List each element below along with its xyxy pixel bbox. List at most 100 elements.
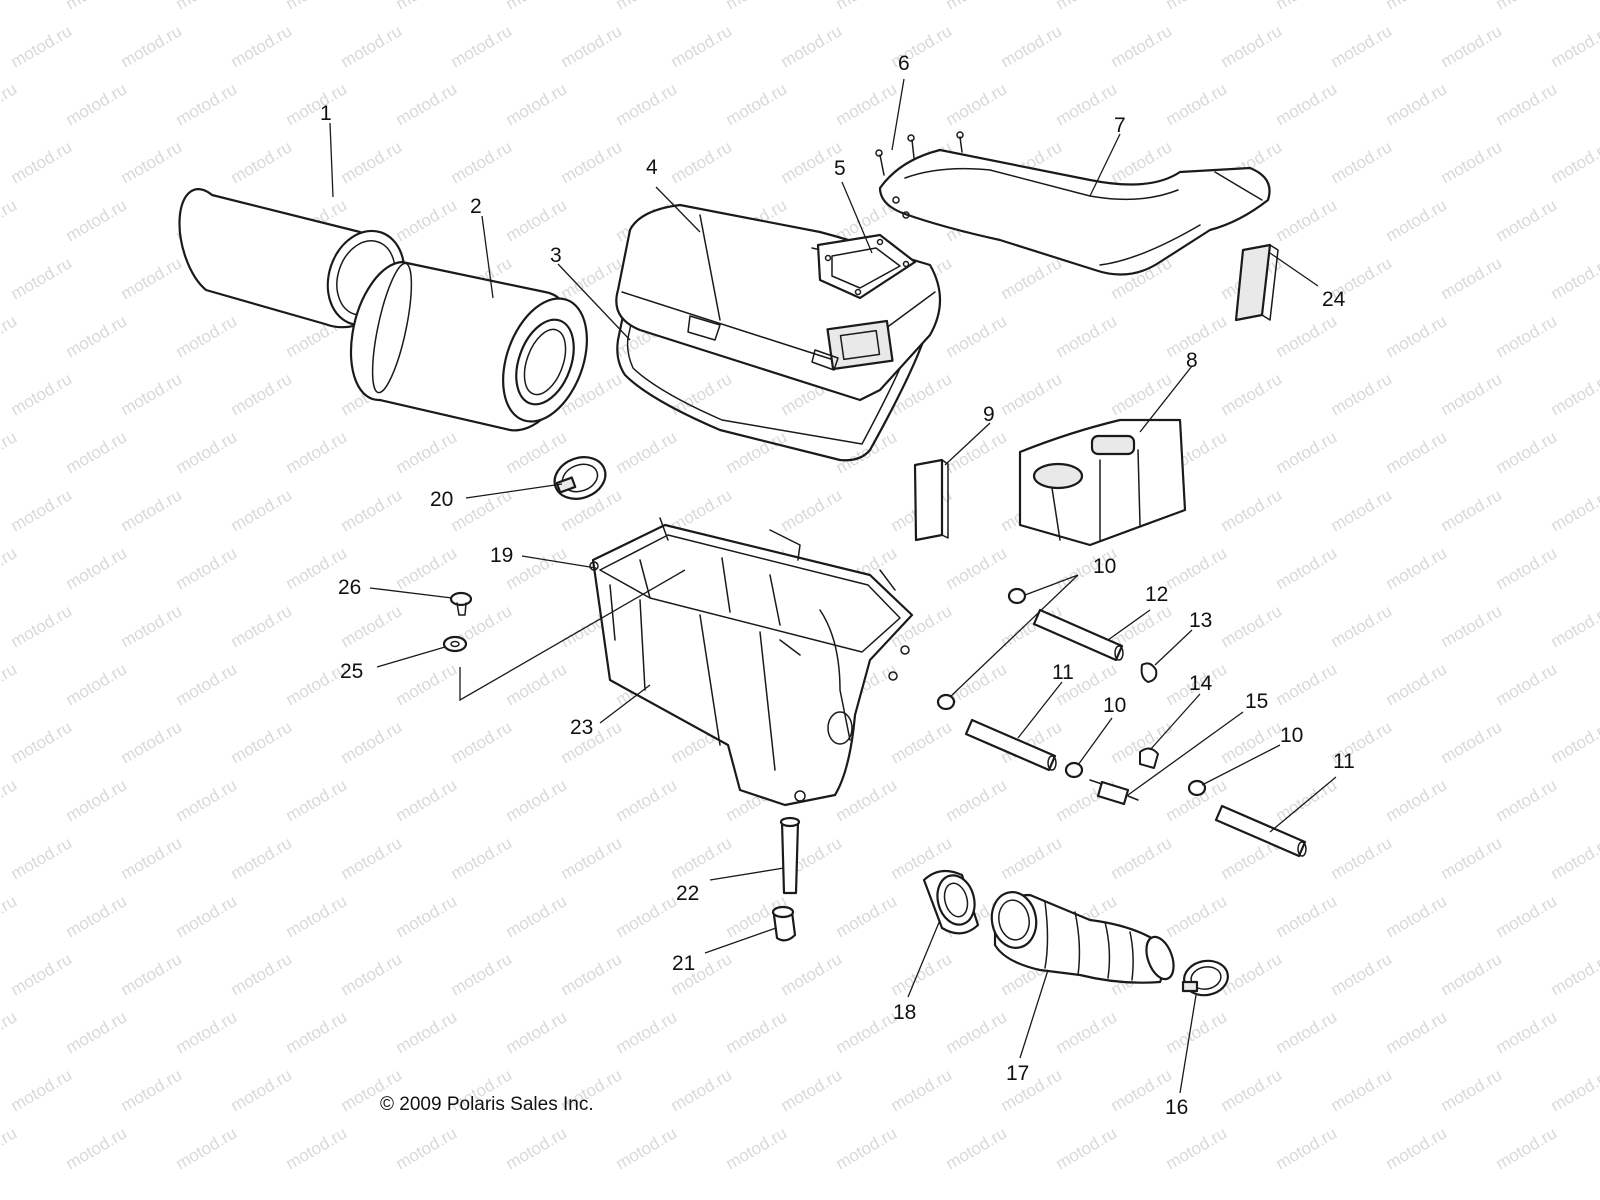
watermark-text: motod.ru [943,543,1011,593]
watermark-text: motod.ru [1328,485,1396,535]
watermark-text: motod.ru [63,195,131,245]
watermark-text: motod.ru [1493,1123,1561,1173]
watermark-text: motod.ru [0,1123,20,1173]
watermark-text: motod.ru [1108,21,1176,71]
watermark-text: motod.ru [503,775,571,825]
watermark-text: motod.ru [1383,0,1451,13]
watermark-text: motod.ru [888,1065,956,1115]
watermark-text: motod.ru [1163,1007,1231,1057]
watermark-text: motod.ru [0,311,20,361]
watermark-text: motod.ru [63,775,131,825]
watermark-text: motod.ru [173,427,241,477]
watermark-text: motod.ru [1218,369,1286,419]
part-9-foam-strip [913,458,949,542]
watermark-text: motod.ru [338,717,406,767]
part-12-hose [1032,608,1124,662]
watermark-text: motod.ru [1548,601,1600,651]
watermark-text: motod.ru [393,79,461,129]
watermark-text: motod.ru [503,891,571,941]
watermark-text: motod.ru [1493,775,1561,825]
watermark-text: motod.ru [1053,1007,1121,1057]
watermark-text: motod.ru [118,717,186,767]
watermark-text: motod.ru [998,369,1066,419]
watermark-text: motod.ru [448,949,516,999]
watermark-text: motod.ru [1438,833,1506,883]
part-10-caps [936,587,1207,797]
callout-part-26: 26 [338,576,361,599]
callout-part-22: 22 [676,882,699,905]
watermark-text: motod.ru [1328,949,1396,999]
watermark-text: motod.ru [613,1123,681,1173]
watermark-text: motod.ru [228,21,296,71]
watermark-text: motod.ru [118,1065,186,1115]
watermark-text: motod.ru [778,949,846,999]
watermark-text: motod.ru [1053,79,1121,129]
watermark-text: motod.ru [833,775,901,825]
leader-25 [376,646,446,668]
watermark-text: motod.ru [1493,195,1561,245]
watermark-text: motod.ru [63,427,131,477]
leader-22 [709,867,785,881]
watermark-text: motod.ru [1493,427,1561,477]
callout-part-25: 25 [340,660,363,683]
watermark-text: motod.ru [1383,891,1451,941]
watermark-text: motod.ru [943,1007,1011,1057]
watermark-text: motod.ru [1548,1065,1600,1115]
watermark-text: motod.ru [1218,21,1286,71]
watermark-text: motod.ru [888,717,956,767]
watermark-text: motod.ru [118,21,186,71]
watermark-text: motod.ru [943,775,1011,825]
watermark-text: motod.ru [668,369,736,419]
watermark-text: motod.ru [118,485,186,535]
watermark-text: motod.ru [1108,717,1176,767]
callout-part-23: 23 [570,716,593,739]
watermark-text: motod.ru [448,21,516,71]
leader-10a [1024,574,1079,596]
watermark-text: motod.ru [503,659,571,709]
watermark-text: motod.ru [1548,21,1600,71]
leader-16 [1179,994,1197,1094]
leader-box-base [459,569,686,702]
leader-17 [1019,969,1049,1059]
watermark-text: motod.ru [1493,543,1561,593]
callout-part-19: 19 [490,544,513,567]
watermark-text: motod.ru [1438,137,1506,187]
watermark-text: motod.ru [393,1007,461,1057]
watermark-text: motod.ru [778,485,846,535]
callout-part-14: 14 [1189,672,1213,695]
watermark-text: motod.ru [448,717,516,767]
watermark-text: motod.ru [173,1007,241,1057]
leader-26 [369,587,453,599]
leader-lines [329,78,1337,1094]
part-22-drain-tube [779,816,801,895]
watermark-text: motod.ru [228,137,296,187]
watermark-text: motod.ru [1548,833,1600,883]
watermark-text: motod.ru [1548,717,1600,767]
watermark-text: motod.ru [1493,891,1561,941]
watermark-text: motod.ru [338,21,406,71]
watermark-text: motod.ru [833,1007,901,1057]
watermark-text: motod.ru [283,0,351,13]
watermark-text: motod.ru [888,949,956,999]
watermark-text: motod.ru [1548,949,1600,999]
leader-18 [907,919,941,998]
watermark-text: motod.ru [998,21,1066,71]
watermark-text: motod.ru [1548,137,1600,187]
watermark-text: motod.ru [173,0,241,13]
watermark-text: motod.ru [833,0,901,13]
watermark-text: motod.ru [0,1007,20,1057]
watermark-text: motod.ru [558,137,626,187]
watermark-text: motod.ru [283,891,351,941]
watermark-text: motod.ru [998,253,1066,303]
watermark-text: motod.ru [1548,369,1600,419]
watermark-text: motod.ru [393,543,461,593]
watermark-text: motod.ru [1273,427,1341,477]
watermark-text: motod.ru [613,891,681,941]
leader-1 [329,122,334,198]
watermark-text: motod.ru [283,427,351,477]
watermark-text: motod.ru [998,833,1066,883]
leader-5 [841,181,873,254]
watermark-text: motod.ru [1438,485,1506,535]
leader-7 [1089,133,1121,197]
watermark-text: motod.ru [228,369,296,419]
